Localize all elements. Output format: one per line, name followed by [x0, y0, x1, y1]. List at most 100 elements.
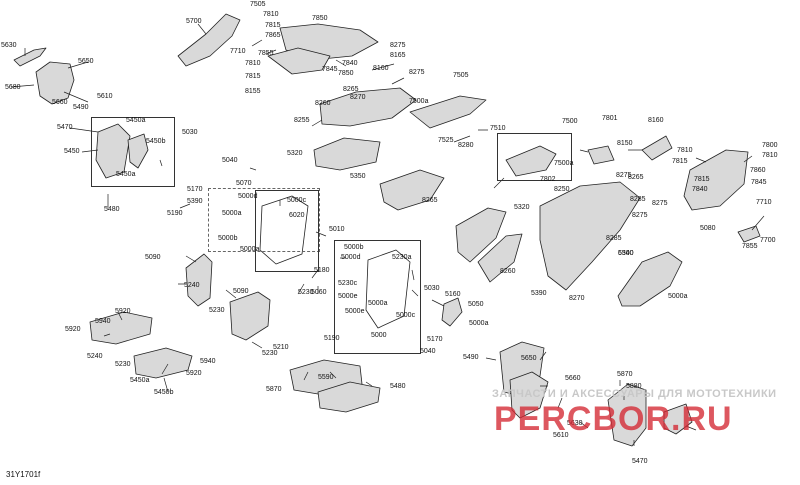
part-number-label: 8265: [343, 86, 359, 93]
part-5630: [13, 47, 47, 67]
part-7800: [683, 149, 749, 211]
part-5450a-lower: [509, 371, 549, 419]
part-number-label: 5920: [65, 326, 81, 333]
part-number-label: 8275: [632, 212, 648, 219]
part-number-label: 5230: [115, 361, 131, 368]
part-7500a: [409, 95, 487, 129]
part-number-label: 5190: [167, 210, 183, 217]
part-number-label: 5940: [95, 318, 111, 325]
part-number-label: 7700: [760, 237, 776, 244]
part-number-label: 5450: [64, 148, 80, 155]
part-number-label: 8265: [628, 174, 644, 181]
part-number-label: 7845: [751, 179, 767, 186]
leader-lines: [10, 23, 765, 446]
part-number-label: 5230a: [392, 254, 412, 261]
part-number-label: 5000c: [287, 197, 307, 204]
part-number-label: 5660: [52, 99, 68, 106]
part-number-label: 5050: [468, 301, 484, 308]
part-8285: [455, 207, 507, 263]
part-number-label: 7510: [490, 125, 506, 132]
part-number-label: 5090: [233, 288, 249, 295]
part-number-label: 5040: [222, 157, 238, 164]
part-number-label: 8275: [390, 42, 406, 49]
part-number-label: 5000e: [345, 308, 365, 315]
part-number-label: 5170: [187, 186, 203, 193]
group-box-5450: [91, 117, 175, 187]
part-number-label: 5080: [700, 225, 716, 232]
part-5590: [607, 383, 647, 447]
part-5390: [313, 137, 381, 171]
part-number-label: 7860: [750, 167, 766, 174]
part-number-label: 5240: [184, 282, 200, 289]
part-number-label: 7525: [438, 137, 454, 144]
part-number-label: 7865: [265, 32, 281, 39]
part-number-label: 8270: [569, 295, 585, 302]
part-number-label: 5630: [567, 420, 583, 427]
part-number-label: 8150: [617, 140, 633, 147]
watermark-tagline: ЗАПЧАСТИ И АКСЕССУАРЫ ДЛЯ МОТОТЕХНИКИ: [492, 388, 777, 400]
part-number-label: 7840: [692, 186, 708, 193]
part-5680: [35, 61, 75, 105]
part-number-label: 5390: [531, 290, 547, 297]
part-5700: [177, 13, 241, 67]
part-number-label: 8270: [350, 94, 366, 101]
part-number-label: 5180: [314, 267, 330, 274]
part-number-label: 8280: [458, 142, 474, 149]
part-number-label: 5230: [209, 307, 225, 314]
part-8255: [319, 87, 417, 127]
part-8150: [641, 135, 673, 161]
part-number-label: 7500a: [409, 98, 429, 105]
part-number-label: 5920: [115, 308, 131, 315]
part-number-label: 5040: [420, 348, 436, 355]
part-number-label: 7815: [672, 158, 688, 165]
part-7801: [587, 145, 615, 165]
part-number-label: 5000a: [368, 300, 388, 307]
part-number-label: 5000: [371, 332, 387, 339]
group-box-5000-upper: [208, 188, 320, 252]
part-number-label: 5320: [514, 204, 530, 211]
group-box-5000-lower: [334, 240, 421, 354]
part-number-label: 5210: [273, 344, 289, 351]
part-number-label: 8275: [616, 172, 632, 179]
part-number-label: 5170: [427, 336, 443, 343]
part-number-label: 7850: [338, 70, 354, 77]
part-7500: [505, 145, 557, 177]
part-number-label: 5650: [78, 58, 94, 65]
part-number-label: 5940: [200, 358, 216, 365]
part-7840: [267, 47, 331, 75]
part-number-label: 5880: [626, 383, 642, 390]
part-number-label: 7500: [562, 118, 578, 125]
part-number-label: 7815: [694, 176, 710, 183]
part-number-label: 7505: [453, 72, 469, 79]
part-number-label: 7810: [677, 147, 693, 154]
part-number-label: 7810: [263, 11, 279, 18]
part-number-label: 7810: [245, 60, 261, 67]
part-number-label: 5470: [57, 124, 73, 131]
part-number-label: 5060: [311, 289, 327, 296]
part-number-label: 5030: [424, 285, 440, 292]
part-number-label: 8285: [630, 196, 646, 203]
part-number-label: 5920: [186, 370, 202, 377]
diagram-reference-code: 31Y1701f: [6, 470, 41, 479]
part-number-label: 5470: [632, 458, 648, 465]
part-number-label: 7815: [265, 22, 281, 29]
part-number-label: 5230: [298, 289, 314, 296]
part-number-label: 5610: [97, 93, 113, 100]
group-box-7500: [497, 133, 572, 181]
part-number-label: 8265: [422, 197, 438, 204]
part-number-label: 8260: [315, 100, 331, 107]
part-number-label: 5000c: [396, 312, 416, 319]
part-5920b: [133, 347, 193, 379]
part-number-label: 7500a: [554, 160, 574, 167]
part-5920a: [89, 311, 153, 345]
part-number-label: 5650: [521, 355, 537, 362]
part-number-label: 8160: [648, 117, 664, 124]
part-number-label: 5190: [324, 335, 340, 342]
part-5630-lower: [663, 403, 693, 435]
part-number-label: 5480: [104, 206, 120, 213]
part-5450b: [127, 133, 149, 169]
part-number-label: 5390: [187, 198, 203, 205]
part-number-label: 5490: [463, 354, 479, 361]
part-number-label: 7801: [602, 115, 618, 122]
